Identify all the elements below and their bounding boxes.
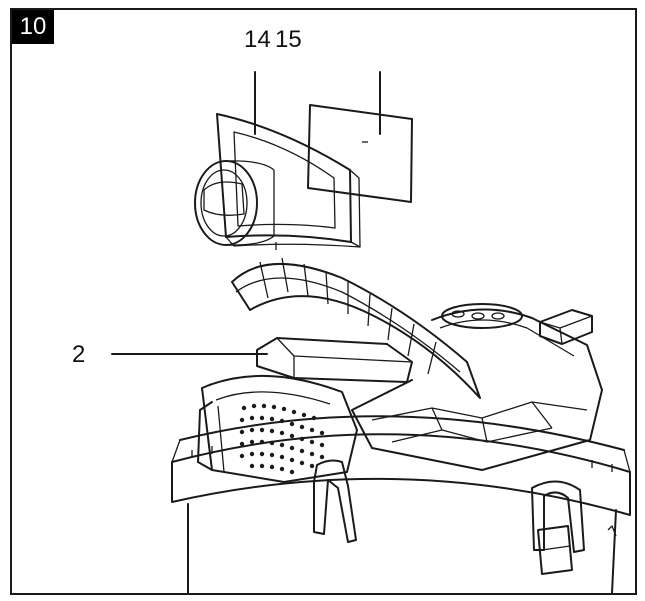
lid-clamps <box>313 459 585 575</box>
figure-number-badge: 10 <box>12 10 54 44</box>
illustration-frame: 10 14 15 2 <box>10 8 637 595</box>
filter-pad <box>307 104 413 203</box>
callout-14: 14 <box>244 26 271 53</box>
callout-15: 15 <box>275 26 302 53</box>
callout-2: 2 <box>72 341 86 368</box>
filter-holder <box>194 113 361 248</box>
lid-body <box>197 303 603 483</box>
lid-handle <box>231 257 481 399</box>
vent-holes <box>239 403 325 475</box>
container <box>171 415 631 593</box>
vacuum-lid-illustration <box>111 71 631 593</box>
